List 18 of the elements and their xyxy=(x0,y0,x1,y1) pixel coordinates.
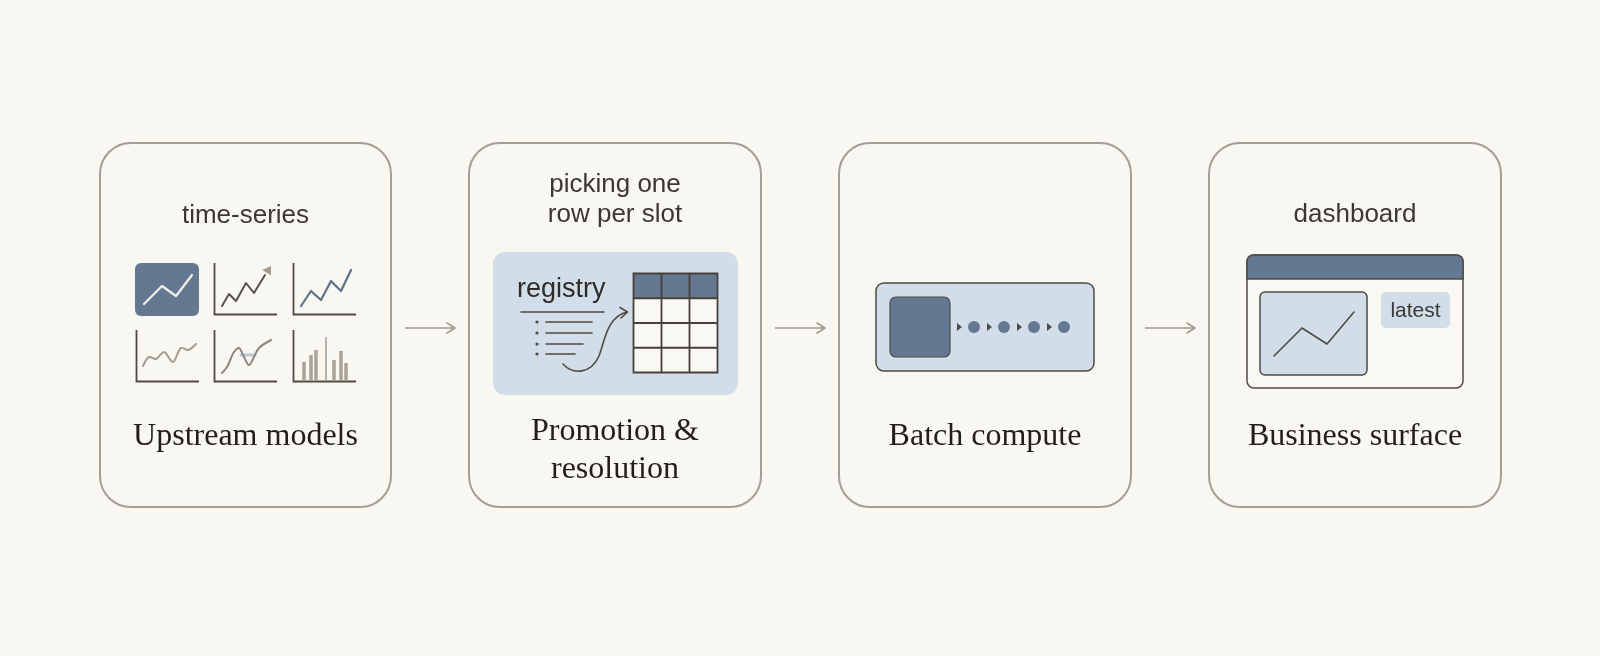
process-panel xyxy=(468,142,762,508)
registry-panel xyxy=(493,252,738,395)
step-title: Promotion & resolution xyxy=(530,410,700,486)
registry-label: registry xyxy=(517,273,606,303)
step-subtitle: dashboard xyxy=(1293,198,1417,228)
process-panel xyxy=(1208,142,1502,508)
arrow xyxy=(774,322,826,334)
step-title: Batch compute xyxy=(888,415,1082,453)
tag-badge xyxy=(1381,292,1450,328)
arrow xyxy=(1144,322,1196,334)
process-panel xyxy=(838,142,1132,508)
step-title: Business surface xyxy=(1247,415,1463,453)
process-panel xyxy=(99,142,392,508)
tag-label: latest xyxy=(1390,298,1441,322)
step-subtitle: time-series xyxy=(181,199,310,229)
step-subtitle: picking one row per slot xyxy=(546,168,684,228)
step-title: Upstream models xyxy=(133,415,358,453)
arrow xyxy=(404,322,456,334)
